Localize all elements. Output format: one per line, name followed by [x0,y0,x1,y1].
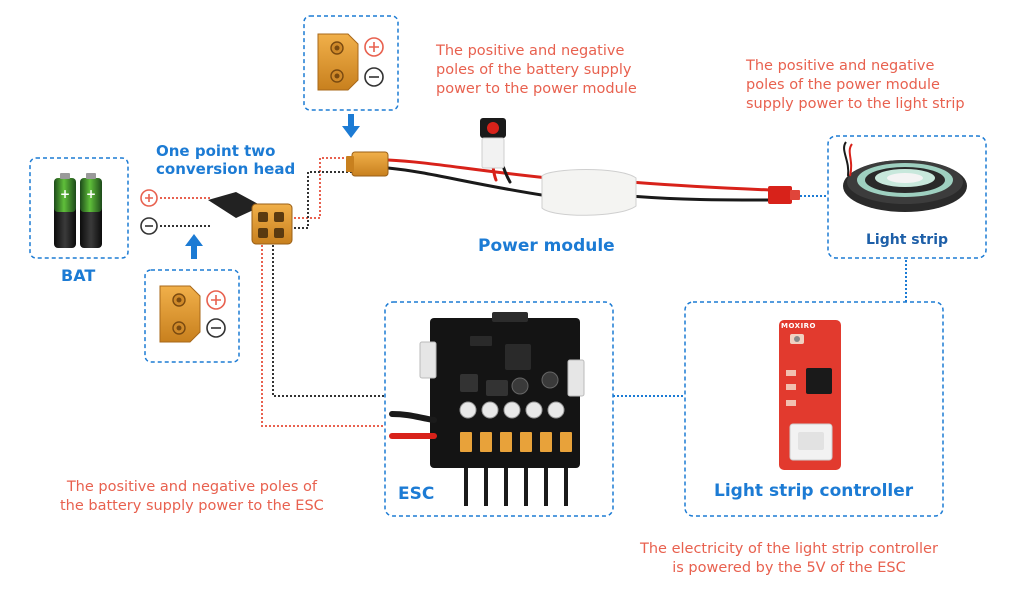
conversion-head-label: One point two conversion head [156,142,295,178]
light-strip-icon [843,141,967,212]
power-switch-icon [480,118,506,169]
pm-input-connector [346,151,389,177]
bat-minus-icon [140,217,158,235]
bat-plus-icon [140,189,158,207]
pm-to-strip-note: The positive and negative poles of the p… [746,57,965,114]
pm-output-connector [768,186,800,204]
controller-brand: MOXIRO [781,322,817,330]
pm-to-strip-line-3: supply power to the light strip [746,96,965,112]
esc-board-icon [389,312,585,506]
xt60-connector-icon-2 [159,285,226,343]
esc-label: ESC [398,484,435,504]
battery-to-esc-note: The positive and negative poles of the b… [60,478,324,516]
battery-to-pm-line-2: poles of the battery supply [436,62,632,78]
adapter-to-esc-black [272,245,385,397]
battery-to-esc-line-2: the battery supply power to the ESC [60,498,324,514]
svg-text:+: + [86,187,96,201]
battery-label: BAT [61,266,96,285]
conversion-head-line-2: conversion head [156,160,296,178]
dotted-lines [160,157,907,427]
adapter-to-esc-red [261,245,385,427]
adapter-connector-icon [208,192,293,245]
power-module-label: Power module [478,236,615,256]
battery-to-esc-line-1: The positive and negative poles of [66,479,317,495]
down-arrow-icon [342,114,360,138]
xt60-connector-icon [317,33,384,91]
battery-to-pm-line-1: The positive and negative [436,43,625,59]
up-arrow-icon [185,234,203,259]
controller-power-note: The electricity of the light strip contr… [640,540,938,578]
controller-frame [684,301,944,517]
light-strip-frame [827,135,987,259]
svg-text:+: + [60,187,70,201]
light-strip-label: Light strip [866,232,949,248]
adapter-to-pm-red [290,157,352,219]
adapter-to-pm-black [290,171,352,229]
controller-power-line-2: is powered by the 5V of the ESC [672,560,906,576]
bottom-connector-frame [144,269,240,363]
controller-board-icon [779,320,841,470]
battery-icon: + + [54,173,102,248]
esc-frame [384,301,614,517]
battery-frame [29,157,129,259]
frames [29,15,987,517]
power-module-body [541,169,637,216]
controller-power-line-1: The electricity of the light strip contr… [640,541,938,557]
battery-to-pm-note: The positive and negative poles of the b… [436,42,637,99]
conversion-head-line-1: One point two [156,142,276,160]
controller-label: Light strip controller [714,481,914,501]
pm-to-strip-line-2: poles of the power module [746,77,940,93]
pm-to-strip-line-1: The positive and negative [746,58,935,74]
battery-to-pm-line-3: power to the power module [436,81,637,97]
